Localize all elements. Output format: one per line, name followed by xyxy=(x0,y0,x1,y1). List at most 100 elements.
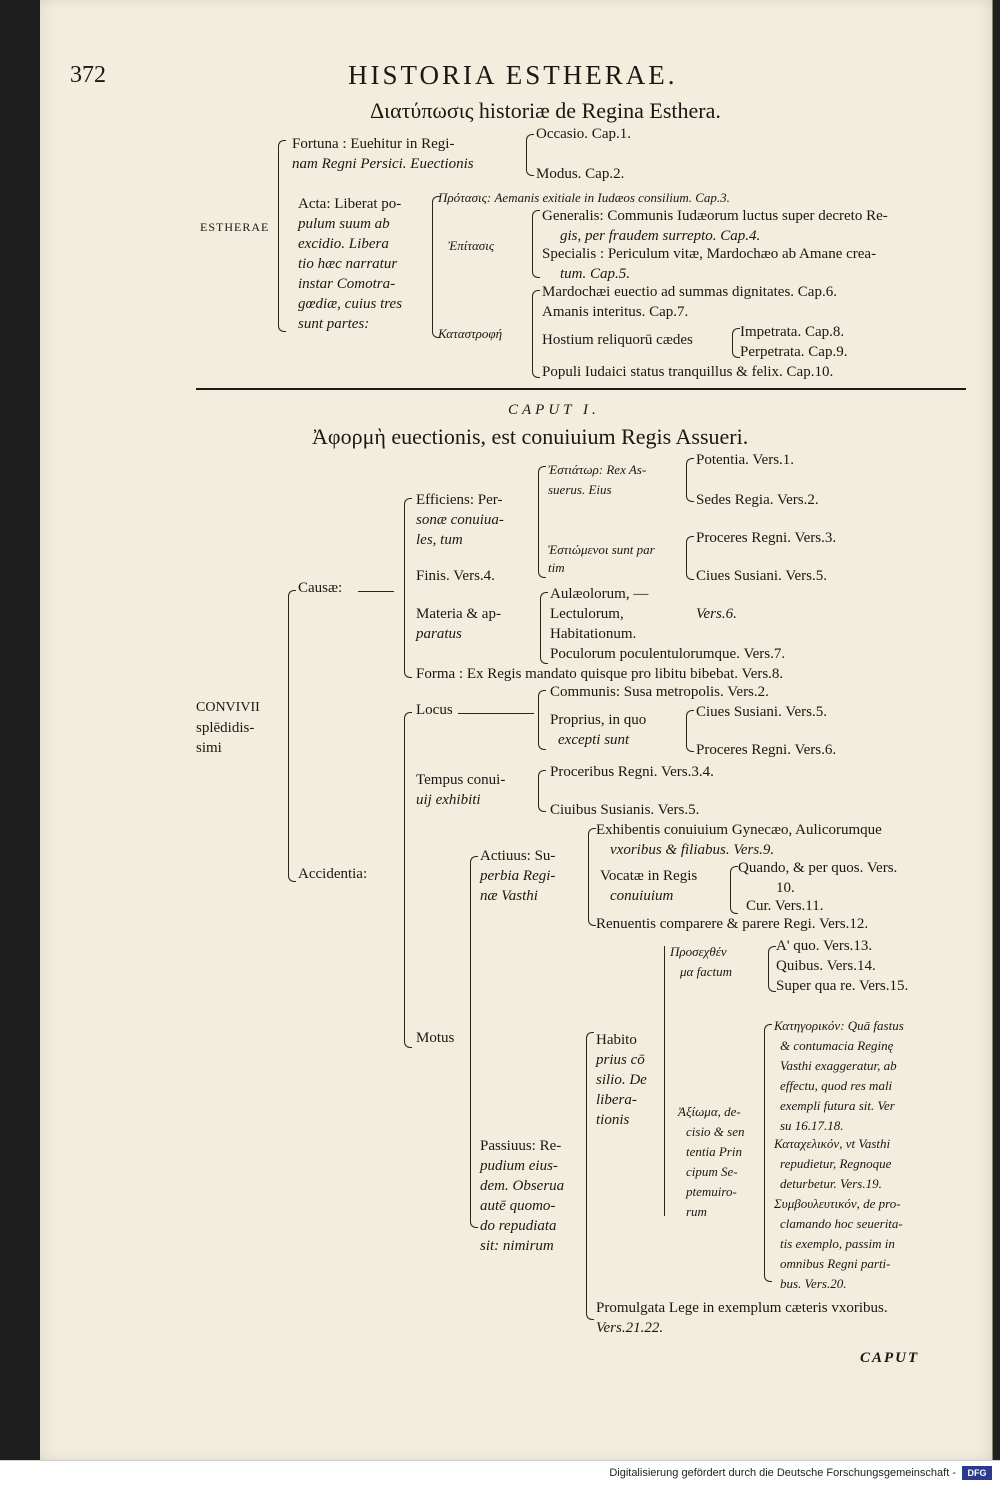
efficiens-line2: sonæ conuiua- xyxy=(416,512,504,528)
promulgata-line1: Promulgata Lege in exemplum cæteris vxor… xyxy=(596,1300,888,1316)
accidentia: Accidentia: xyxy=(298,866,368,882)
brace xyxy=(470,856,478,1228)
proprius-line2: excepti sunt xyxy=(558,732,630,748)
proprius-line1: Proprius, in quo xyxy=(550,712,647,728)
actiuus-line3: næ Vasthi xyxy=(480,888,538,904)
brace xyxy=(538,690,546,750)
dfg-logo-icon: DFG xyxy=(962,1466,992,1480)
convivii-line3: simi xyxy=(196,740,222,756)
convivii-line2: splēdidis- xyxy=(196,720,255,736)
axioma-line5: ptemuiro- xyxy=(686,1184,737,1199)
specialis-line2: tum. Cap.5. xyxy=(560,266,631,282)
efficiens-line3: les, tum xyxy=(416,532,463,548)
brace xyxy=(686,710,694,752)
brace xyxy=(586,1032,594,1320)
quando-line2: 10. xyxy=(776,880,795,896)
axioma-line2: cisio & sen xyxy=(686,1124,745,1139)
brace xyxy=(732,328,740,358)
brace xyxy=(686,536,694,580)
lectulorum: Lectulorum, xyxy=(550,606,624,622)
forma: Forma : Ex Regis mandato quisque pro lib… xyxy=(416,666,784,682)
connector-line xyxy=(358,591,394,592)
amanis: Amanis interitus. Cap.7. xyxy=(542,304,689,320)
renuentis: Renuentis comparere & parere Regi. Vers.… xyxy=(596,916,869,932)
brace xyxy=(768,946,776,992)
acta-line5: instar Comotra- xyxy=(298,276,396,292)
exhibentis-line1: Exhibentis conuiuium Gynecæo, Aulicorumq… xyxy=(596,822,882,838)
hostium: Hostium reliquorū cædes xyxy=(542,332,693,348)
tempus-line1: Tempus conui- xyxy=(416,772,506,788)
running-title: HISTORIA ESTHERAE. xyxy=(348,60,678,90)
kategoreikon-line2: & contumacia Reginę xyxy=(780,1038,894,1053)
brace xyxy=(526,134,534,176)
divider-rule xyxy=(196,388,966,390)
katachelikon-line2: repudietur, Regnoque xyxy=(780,1156,892,1171)
brace xyxy=(404,498,412,678)
brace xyxy=(764,1024,772,1282)
brace xyxy=(730,866,738,914)
a-quo: A' quo. Vers.13. xyxy=(776,938,873,954)
axioma-line4: cipum Se- xyxy=(686,1164,738,1179)
axioma-line6: rum xyxy=(686,1204,707,1219)
brace xyxy=(288,590,296,882)
epitasis: Ἐπίτασις xyxy=(448,238,495,253)
symbouleutikon-line3: tis exemplo, passim in xyxy=(780,1236,895,1251)
aulaeolorum: Aulæolorum, — xyxy=(550,586,649,602)
vocatae-line2: conuiuium xyxy=(610,888,674,904)
habito-line4: libera- xyxy=(596,1092,637,1108)
occasio: Occasio. Cap.1. xyxy=(536,126,631,142)
perpetrata: Perpetrata. Cap.9. xyxy=(740,344,848,360)
mardochaei: Mardochæi euectio ad summas dignitates. … xyxy=(542,284,837,300)
acta-line6: gœdiæ, cuius tres xyxy=(298,296,403,312)
footer-credit: Digitalisierung gefördert durch die Deut… xyxy=(609,1467,956,1479)
populi: Populi Iudaici status tranquillus & feli… xyxy=(542,364,834,380)
causae: Causæ: xyxy=(298,580,343,596)
digitization-footer: Digitalisierung gefördert durch die Deut… xyxy=(0,1460,1000,1486)
acta-line2: pulum suum ab xyxy=(298,216,390,232)
book-page: 372 HISTORIA ESTHERAE. Διατύπωσις histor… xyxy=(40,0,993,1460)
epulator-line2: suerus. Eius xyxy=(548,482,612,497)
habito-line2: prius cō xyxy=(596,1052,645,1068)
brace xyxy=(404,712,412,1048)
caput-title: Ἀφορμὴ euectionis, est conuiuium Regis A… xyxy=(312,424,749,449)
locus: Locus xyxy=(416,702,453,718)
synopsis-title: Διατύπωσις historiæ de Regina Esthera. xyxy=(370,98,721,123)
poculorum: Poculorum poculentulorumque. Vers.7. xyxy=(550,646,786,662)
cur: Cur. Vers.11. xyxy=(746,898,824,914)
kategoreikon-line5: exempli futura sit. Ver xyxy=(780,1098,895,1113)
connector-line xyxy=(664,946,665,1216)
protasis: Πρότασις: Aemanis exitiale in Iudæos con… xyxy=(438,190,730,205)
kategoreikon-line6: su 16.17.18. xyxy=(780,1118,844,1133)
modus: Modus. Cap.2. xyxy=(536,166,625,182)
catastrophe: Καταστροφή xyxy=(438,326,503,341)
quibus: Quibus. Vers.14. xyxy=(776,958,876,974)
passiuus-line1: Passiuus: Re- xyxy=(480,1138,562,1154)
axioma-line1: Ἀξίωμα, de- xyxy=(678,1104,741,1119)
proceres-regni-2: Proceres Regni. Vers.6. xyxy=(696,742,837,758)
habito-line5: tionis xyxy=(596,1112,630,1128)
generalis-line1: Generalis: Communis Iudæorum luctus supe… xyxy=(542,208,888,224)
brace xyxy=(588,828,596,926)
fortuna-line2: nam Regni Persici. Euectionis xyxy=(292,156,474,172)
symbouleutikon-line1: Συμβουλευτικόν, de pro- xyxy=(774,1196,901,1211)
prosechthen-line2: μα factum xyxy=(680,964,732,979)
actiuus-line2: perbia Regi- xyxy=(480,868,556,884)
vocatae-line1: Vocatæ in Regis xyxy=(600,868,698,884)
convivii-line1: CONVIVII xyxy=(196,700,260,715)
materia-line2: paratus xyxy=(416,626,462,642)
communis: Communis: Susa metropolis. Vers.2. xyxy=(550,684,769,700)
kategoreikon-line3: Vasthi exaggeratur, ab xyxy=(780,1058,897,1073)
ciues-susiani: Ciues Susiani. Vers.5. xyxy=(696,568,827,584)
sedes: Sedes Regia. Vers.2. xyxy=(696,492,819,508)
passiuus-line5: do repudiata xyxy=(480,1218,557,1234)
brace xyxy=(540,592,548,664)
kategoreikon-line1: Κατηγορικόν: Quā fastus xyxy=(774,1018,904,1033)
motus: Motus xyxy=(416,1030,455,1046)
habito-line1: Habito xyxy=(596,1032,637,1048)
brace xyxy=(686,458,694,502)
passiuus-line4: autē quomo- xyxy=(480,1198,556,1214)
generalis-line2: gis, per fraudem surrepto. Cap.4. xyxy=(560,228,761,244)
page-number: 372 xyxy=(70,62,106,88)
efficiens-line1: Efficiens: Per- xyxy=(416,492,503,508)
tempus-line2: uij exhibiti xyxy=(416,792,481,808)
